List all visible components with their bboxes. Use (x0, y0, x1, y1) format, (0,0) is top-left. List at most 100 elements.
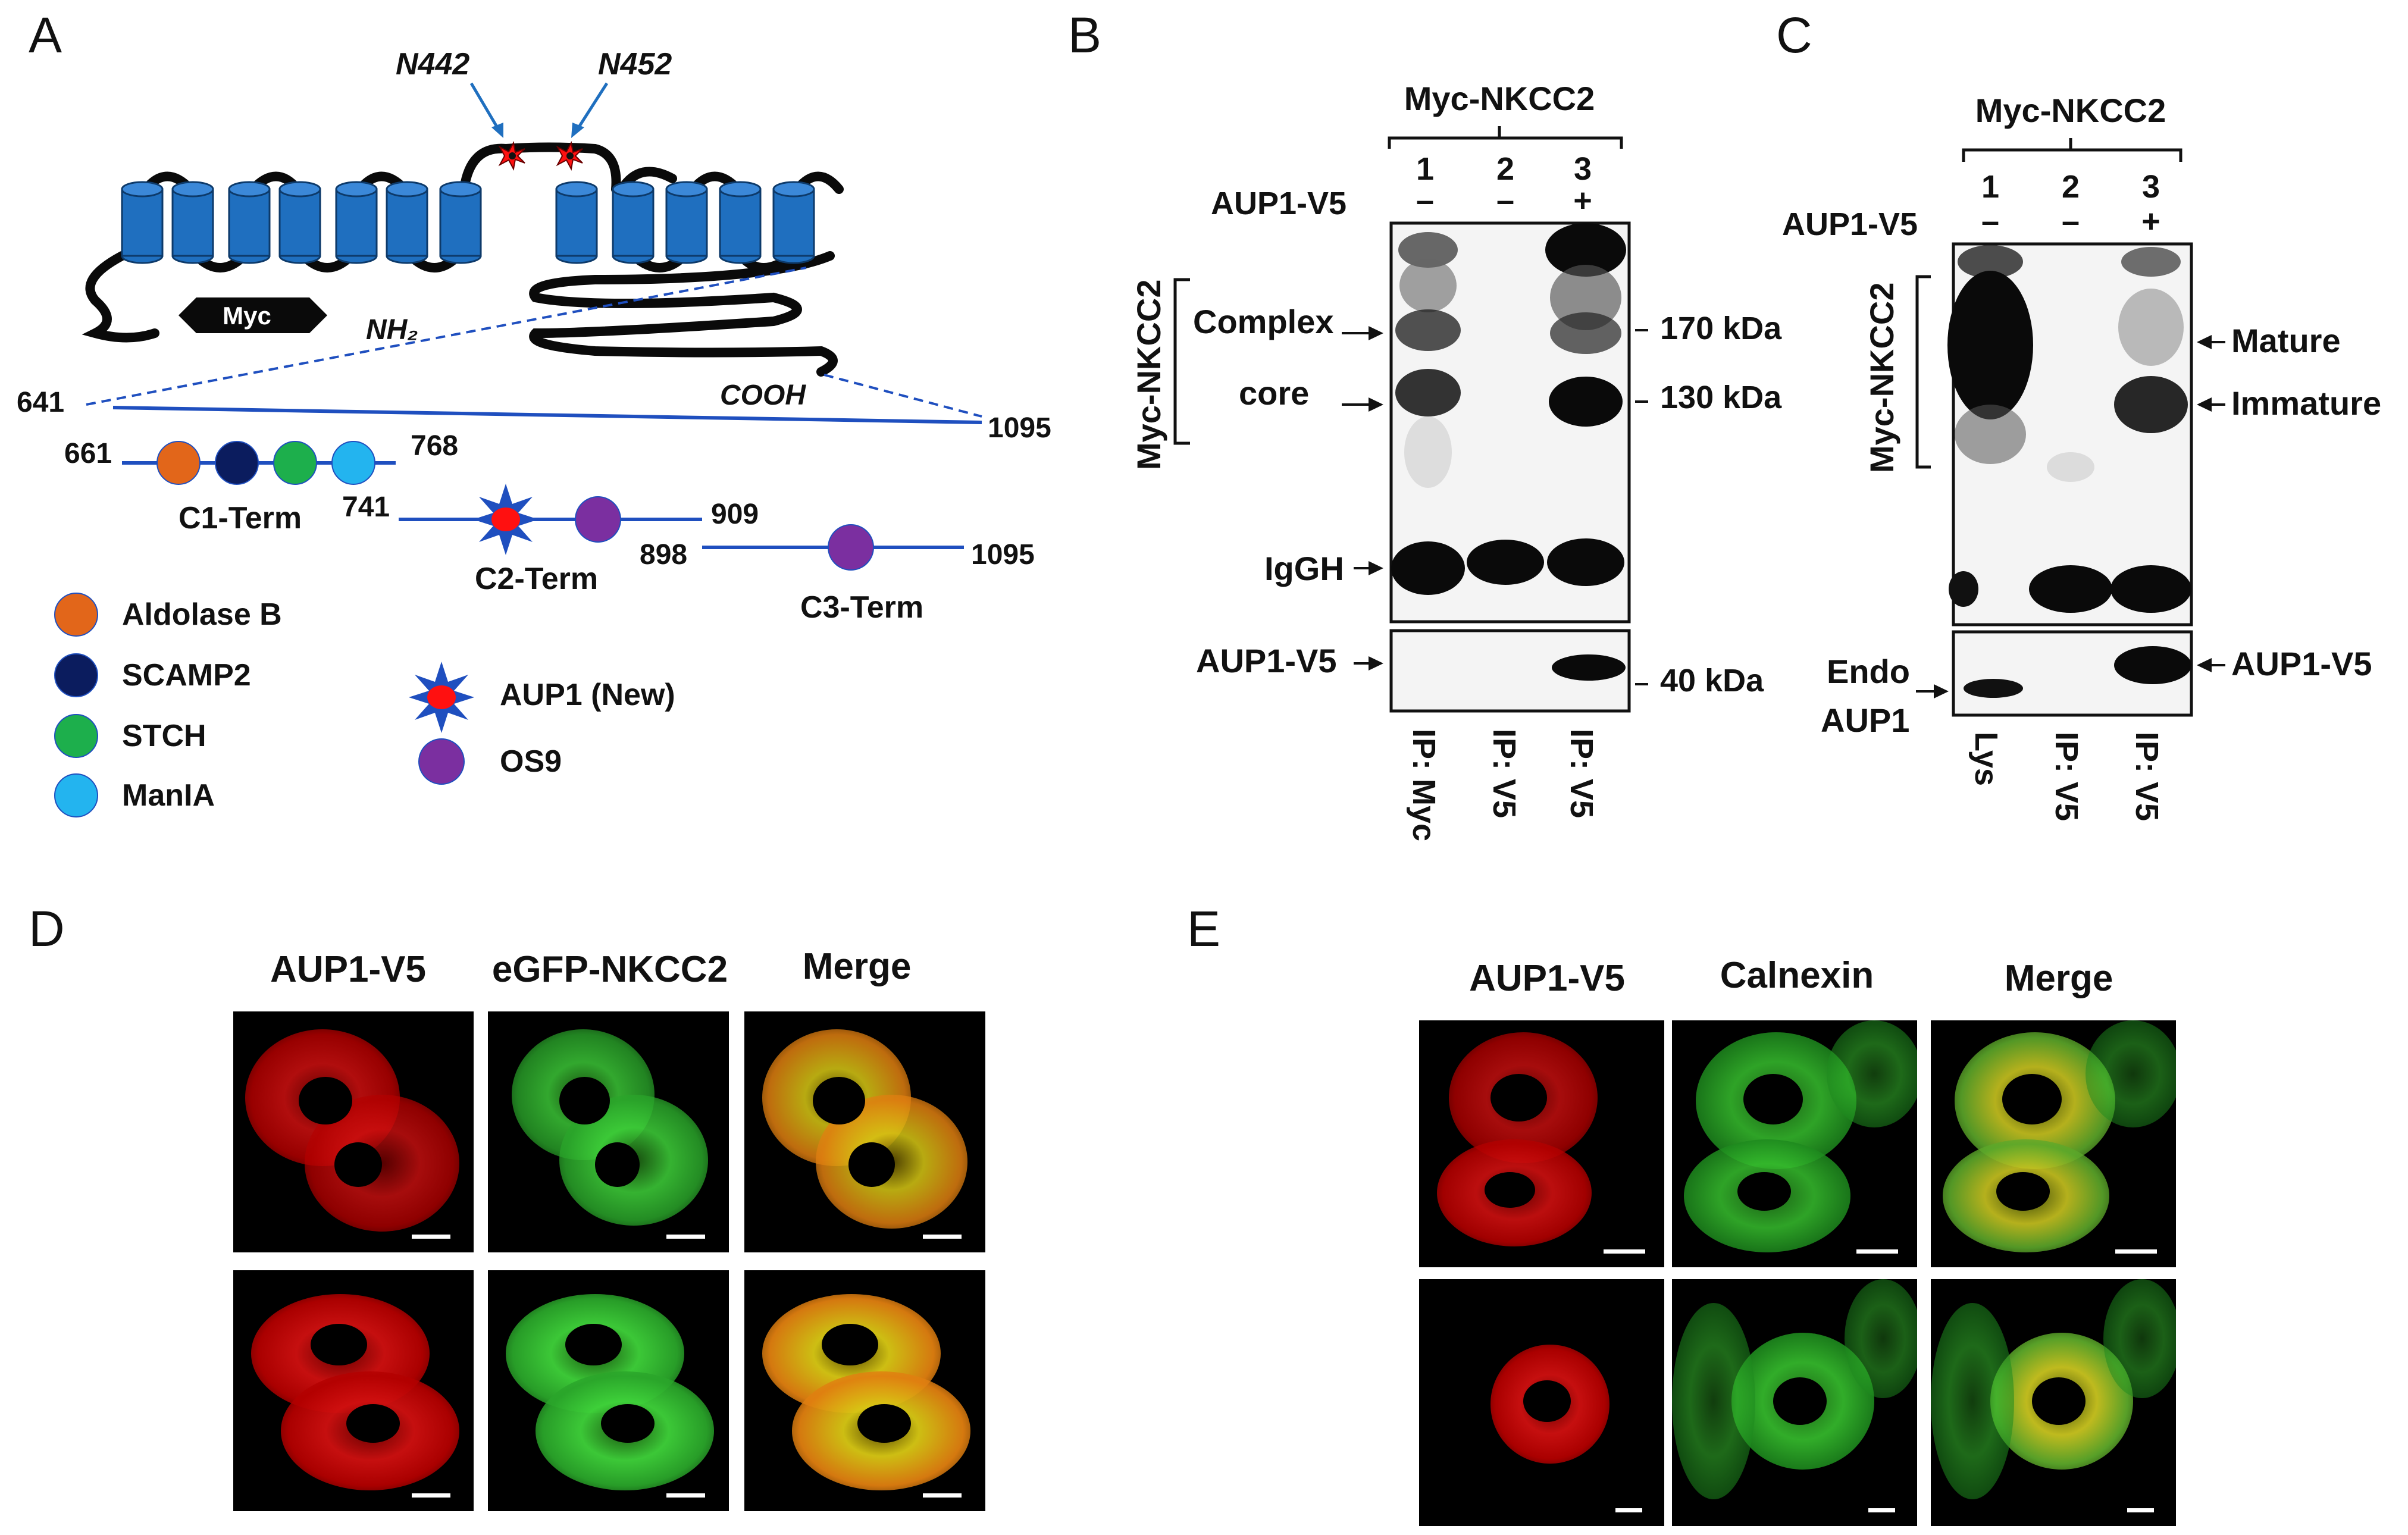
helix-11 (719, 181, 762, 264)
panel-b-lane-2: 2 (1496, 151, 1514, 187)
panel-c-ip-3: IP: V5 (2129, 732, 2165, 821)
panel-d-micro-aup1-row2 (233, 1270, 474, 1511)
panel-b-row-value-2: – (1496, 183, 1514, 218)
c3-name-label: C3-Term (800, 590, 923, 625)
panel-c-lane-3: 3 (2142, 169, 2160, 205)
panel-c-lane-1: 1 (1981, 169, 1999, 205)
c2-end-label: 909 (711, 499, 759, 530)
panel-b-marker-170: 170 kDa (1660, 311, 1782, 346)
glyco-star-2 (556, 141, 583, 171)
panel-c-row-value-1: – (1981, 203, 1999, 239)
panel-b-side-label: Myc-NKCC2 (1130, 280, 1167, 471)
glyco-arrowhead-1 (491, 123, 503, 138)
panel-e-col-1: AUP1-V5 (1469, 958, 1625, 999)
legend-scamp2-label: SCAMP2 (122, 658, 251, 693)
panel-d-micro-egfp-row1 (488, 1011, 729, 1252)
helix-10 (665, 181, 708, 264)
c3-start-label: 898 (640, 539, 687, 571)
glyco-arrow-1 (469, 82, 500, 131)
panel-b-band-core: core (1239, 374, 1309, 412)
c2-os9-dot (575, 496, 621, 543)
c2-aup1-core (491, 508, 520, 531)
panel-a: A N442 N452 (17, 7, 1051, 817)
panel-c-bracket (1962, 138, 2182, 162)
helix-6 (386, 181, 428, 264)
panel-b-marker-130: 130 kDa (1660, 380, 1782, 415)
legend-aup1-core (427, 685, 456, 709)
panel-e-micro-aup1-row2 (1419, 1279, 1664, 1526)
panel-b-aup1-band (1552, 654, 1626, 681)
glyco-arrow-2 (575, 82, 609, 131)
panel-c-ip-2: IP: V5 (2049, 732, 2084, 821)
panel-a-letter: A (29, 7, 62, 63)
zoom-line-right (823, 374, 982, 418)
panel-d-micro-merge-row1 (744, 1011, 985, 1252)
panel-c-ip-1: Lys (1968, 732, 2004, 786)
range-end-label: 1095 (988, 412, 1051, 444)
legend-aldolase-b-label: Aldolase B (122, 597, 282, 632)
helix-8 (555, 181, 598, 264)
helix-2 (171, 181, 214, 264)
legend-mania-label: ManIA (122, 778, 215, 813)
panel-c-aup1-band (2114, 646, 2191, 684)
panel-c-side-label: Myc-NKCC2 (1863, 283, 1900, 474)
glyco-star-1 (498, 141, 525, 171)
c1-aldolase-b-dot (156, 441, 201, 485)
panel-b-ip-2: IP: V5 (1486, 729, 1522, 818)
c3-end-label: 1095 (971, 539, 1035, 571)
panel-e-micro-calnexin-row2 (1672, 1279, 1917, 1526)
panel-c-row-label: AUP1-V5 (1782, 206, 1918, 242)
legend-os9-swatch (418, 738, 465, 785)
panel-c-row-value-3: + (2141, 203, 2160, 239)
transmembrane-helices (121, 181, 815, 264)
myc-tag-label: Myc (223, 302, 271, 330)
legend-aldolase-b-swatch (54, 593, 98, 637)
panel-d-micro-aup1-row1 (233, 1011, 474, 1252)
panel-c-endo-band (1964, 679, 2023, 698)
c1-scamp2-dot (215, 441, 259, 485)
panel-b-letter: B (1068, 7, 1101, 63)
panel-e-micro-calnexin-row1 (1672, 1020, 1917, 1267)
panel-b-lane-3: 3 (1574, 151, 1592, 187)
helix-7 (439, 181, 482, 264)
panel-b-row-value-1: – (1416, 183, 1434, 218)
panel-e-micro-merge-row1 (1931, 1020, 2176, 1267)
legend-left: Aldolase B SCAMP2 STCH ManIA (54, 593, 282, 817)
helix-1 (121, 181, 164, 264)
cterm-label: COOH (720, 380, 806, 411)
panel-c: C Myc-NKCC2 1 2 3 AUP1-V5 – – + Myc-NKCC… (1776, 7, 2381, 821)
panel-b-marker-40: 40 kDa (1660, 663, 1764, 698)
myc-tag-shape (179, 297, 327, 333)
panel-b-band-aup1: AUP1-V5 (1196, 642, 1337, 679)
panel-b-bracket (1388, 126, 1623, 149)
panel-d-micro-merge-row2 (744, 1270, 985, 1511)
panel-e-micro-merge-row2 (1931, 1279, 2176, 1526)
panel-b-arrows (1342, 326, 1383, 671)
c1-end-label: 768 (411, 430, 458, 462)
glyco-site-label-1: N442 (396, 47, 469, 82)
panel-c-side-bracket (1915, 275, 1931, 469)
helix-12 (772, 181, 815, 264)
panel-e-micro-aup1-row1 (1419, 1020, 1664, 1267)
panel-c-row-value-2: – (2062, 203, 2080, 239)
panel-b-row-value-3: + (1573, 183, 1592, 218)
legend-scamp2-swatch (54, 653, 98, 697)
panel-b-side-bracket (1173, 278, 1190, 445)
panel-b-title: Myc-NKCC2 (1404, 80, 1595, 117)
c1-name-label: C1-Term (179, 501, 302, 535)
panel-c-bands (1947, 245, 2191, 613)
panel-b-ip-1: IP: Myc (1406, 729, 1442, 841)
panel-c-band-aup1: AUP1-V5 (2231, 645, 2372, 682)
panel-b-bands (1391, 223, 1626, 595)
helix-9 (612, 181, 655, 264)
c2-name-label: C2-Term (475, 562, 598, 596)
panel-c-endo-label-1: Endo (1827, 653, 1910, 690)
c1-start-label: 661 (64, 438, 112, 469)
panel-c-band-immature: Immature (2231, 384, 2381, 422)
helix-5 (335, 181, 378, 264)
legend-mania-swatch (54, 773, 98, 817)
zoom-line-left (86, 267, 807, 406)
glyco-arrowhead-2 (571, 123, 584, 138)
legend-stch-label: STCH (122, 719, 206, 753)
